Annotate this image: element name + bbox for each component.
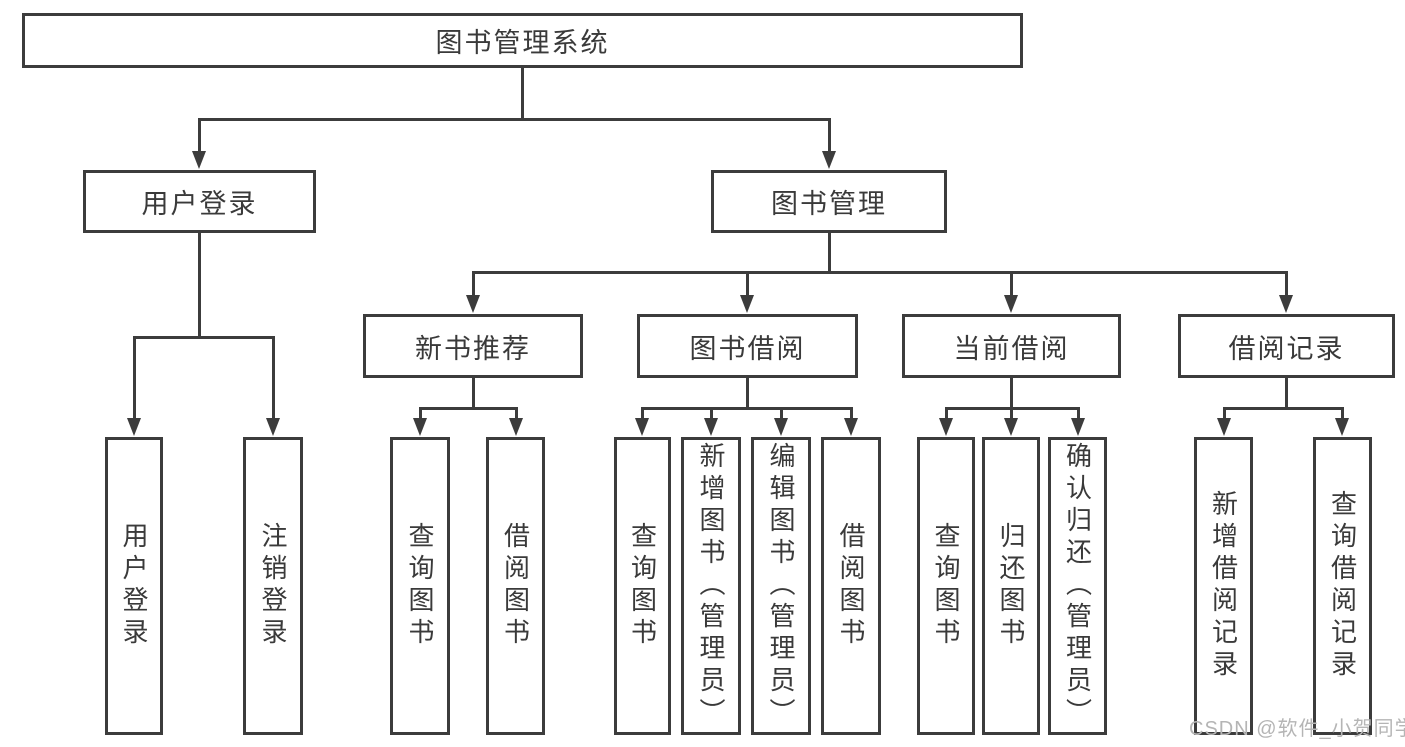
- connector-arrow-shaft: [827, 120, 831, 157]
- node-book-borrow: 图书借阅: [637, 314, 858, 378]
- connector-arrow-shaft: [514, 409, 518, 424]
- node-label: 确认归还（管理员）: [1062, 442, 1093, 730]
- connector-line: [640, 406, 853, 410]
- arrowhead-icon: [266, 418, 280, 436]
- arrowhead-icon: [939, 418, 953, 436]
- arrowhead-icon: [740, 295, 754, 313]
- connector-arrow-shaft: [132, 338, 136, 424]
- node-label: 用户登录: [141, 189, 258, 219]
- connector-line: [471, 270, 1288, 274]
- connector-arrow-shaft: [271, 338, 275, 424]
- node-login: 用户登录: [105, 437, 163, 735]
- arrowhead-icon: [704, 418, 718, 436]
- arrowhead-icon: [1279, 295, 1293, 313]
- node-label: 当前借阅: [953, 333, 1070, 364]
- arrowhead-icon: [1217, 418, 1231, 436]
- node-label: 注销登录: [258, 522, 288, 650]
- arrowhead-icon: [192, 151, 206, 169]
- arrowhead-icon: [774, 418, 788, 436]
- connector-line: [197, 117, 831, 121]
- arrowhead-icon: [509, 418, 523, 436]
- connector-arrow-shaft: [709, 409, 713, 424]
- arrowhead-icon: [844, 418, 858, 436]
- node-bb-borrow: 借阅图书: [821, 437, 881, 735]
- node-bb-query: 查询图书: [614, 437, 671, 735]
- node-label: 新书推荐: [415, 333, 531, 364]
- connector-line: [520, 68, 524, 121]
- connector-line: [827, 233, 831, 274]
- connector-arrow-shaft: [197, 120, 201, 157]
- node-book-mgmt: 图书管理: [711, 170, 947, 233]
- connector-line: [1284, 378, 1288, 410]
- node-current-borrow: 当前借阅: [902, 314, 1121, 378]
- watermark: CSDN @软件_小贺同学: [1189, 718, 1405, 740]
- connector-arrow-shaft: [418, 409, 422, 424]
- node-label: 用户登录: [119, 522, 149, 650]
- node-label: 图书管理系统: [435, 28, 610, 58]
- node-label: 查询图书: [627, 522, 658, 650]
- connector-arrow-shaft: [1009, 273, 1013, 301]
- node-logout: 注销登录: [243, 437, 303, 735]
- connector-arrow-shaft: [1076, 409, 1080, 424]
- connector-line: [418, 406, 518, 410]
- arrowhead-icon: [413, 418, 427, 436]
- arrowhead-icon: [635, 418, 649, 436]
- connector-arrow-shaft: [1009, 409, 1013, 424]
- arrowhead-icon: [822, 151, 836, 169]
- connector-arrow-shaft: [849, 409, 853, 424]
- arrowhead-icon: [1004, 418, 1018, 436]
- connector-arrow-shaft: [745, 273, 749, 301]
- connector-line: [132, 335, 275, 339]
- connector-line: [944, 406, 1080, 410]
- node-label: 借阅图书: [500, 522, 531, 650]
- connector-arrow-shaft: [1284, 273, 1288, 301]
- node-borrow-record: 借阅记录: [1178, 314, 1395, 378]
- node-label: 编辑图书（管理员）: [766, 442, 796, 730]
- node-label: 查询借阅记录: [1327, 490, 1358, 682]
- node-bb-add: 新增图书（管理员）: [681, 437, 741, 735]
- node-cb-confirm: 确认归还（管理员）: [1048, 437, 1107, 735]
- connector-line: [197, 233, 201, 339]
- node-label: 图书管理: [771, 189, 887, 219]
- node-nb-query: 查询图书: [390, 437, 450, 735]
- connector-arrow-shaft: [1222, 409, 1226, 424]
- node-br-add: 新增借阅记录: [1194, 437, 1253, 735]
- arrowhead-icon: [1071, 418, 1085, 436]
- arrowhead-icon: [127, 418, 141, 436]
- connector-arrow-shaft: [1340, 409, 1344, 424]
- node-br-query: 查询借阅记录: [1313, 437, 1372, 735]
- node-cb-return: 归还图书: [982, 437, 1040, 735]
- node-label: 查询图书: [931, 522, 961, 650]
- node-root: 图书管理系统: [22, 13, 1023, 68]
- connector-arrow-shaft: [471, 273, 475, 301]
- node-label: 新增借阅记录: [1208, 490, 1239, 682]
- connector-arrow-shaft: [779, 409, 783, 424]
- connector-line: [471, 378, 475, 410]
- arrowhead-icon: [1335, 418, 1349, 436]
- node-nb-borrow: 借阅图书: [486, 437, 545, 735]
- node-label: 归还图书: [996, 522, 1026, 650]
- node-cb-query: 查询图书: [917, 437, 975, 735]
- connector-line: [1222, 406, 1344, 410]
- node-label: 图书借阅: [689, 333, 806, 364]
- node-label: 查询图书: [405, 522, 435, 650]
- node-new-book: 新书推荐: [363, 314, 583, 378]
- node-label: 借阅记录: [1228, 333, 1345, 364]
- node-label: 借阅图书: [836, 522, 866, 650]
- connector-line: [1009, 378, 1013, 410]
- connector-arrow-shaft: [640, 409, 644, 424]
- connector-line: [745, 378, 749, 410]
- arrowhead-icon: [1004, 295, 1018, 313]
- arrowhead-icon: [466, 295, 480, 313]
- node-bb-edit: 编辑图书（管理员）: [751, 437, 811, 735]
- connector-arrow-shaft: [944, 409, 948, 424]
- node-label: 新增图书（管理员）: [696, 442, 726, 730]
- node-user-login: 用户登录: [83, 170, 316, 233]
